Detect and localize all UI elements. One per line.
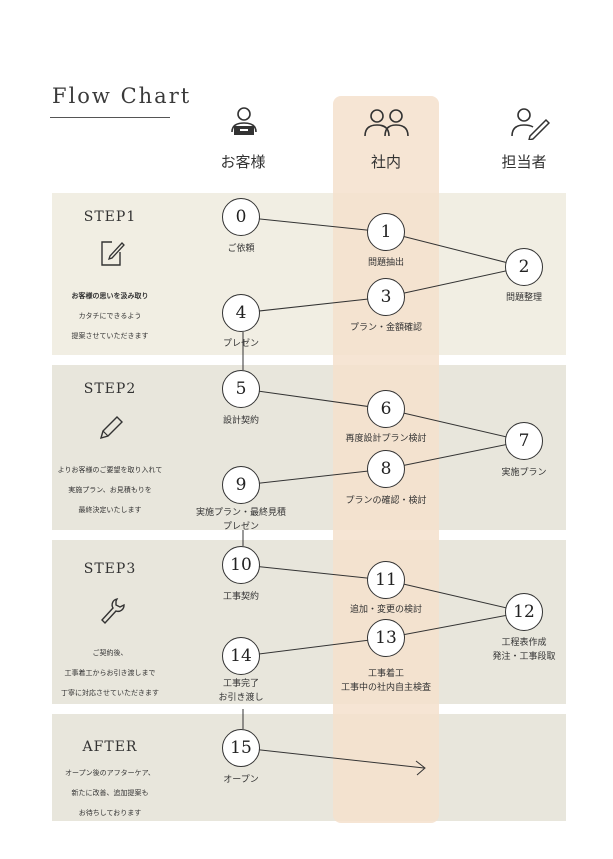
connector-11-12: [385, 579, 525, 613]
flow-node-13-label: 工事着工 工事中の社内自主検査: [340, 669, 431, 693]
after-band: [52, 714, 566, 821]
flow-node-4-label: プレゼン: [222, 339, 259, 349]
wrench-icon: [101, 598, 125, 625]
step2-band: [52, 365, 566, 530]
flow-node-3-label: プラン・金額確認: [349, 323, 422, 333]
step1-desc: お客様の思いを汲み取りカタチにできるよう 提案させていただきます: [35, 286, 185, 346]
flow-node-2-label: 問題整理: [505, 293, 542, 303]
after-desc: オープン後のアフターケア、 新たに改善、追加提案も お待ちしております: [65, 769, 155, 817]
flow-node-15: 15: [222, 729, 260, 767]
connector-5-6: [242, 388, 387, 410]
flow-node-8: 8: [367, 450, 405, 488]
flow-node-10-label: 工事契約: [222, 592, 259, 602]
column-label-staff: 担当者: [501, 153, 547, 171]
connector-2-3: [385, 266, 525, 298]
step3-desc: ご契約後、 工事着工からお引き渡しまで 丁寧に対応させていただきます: [61, 649, 159, 697]
connector-15-arrow: [242, 747, 425, 769]
flow-node-15-label: オープン: [223, 775, 259, 785]
connector-10-11: [242, 564, 387, 581]
step1-title: STEP1: [83, 209, 137, 225]
flow-node-4: 4: [222, 294, 260, 332]
flow-node-9-label: 実施プラン・最終見積 プレゼン: [195, 508, 286, 532]
step3-band: [52, 540, 566, 704]
flow-node-3: 3: [367, 278, 405, 316]
flow-node-9: 9: [222, 466, 260, 504]
connector-13-14: [242, 637, 387, 657]
connector-7-8: [385, 440, 525, 470]
staff-person-pen-icon: [511, 108, 550, 140]
step3-title: STEP3: [83, 561, 137, 577]
flow-node-7-label: 実施プラン: [501, 468, 547, 478]
column-label-company: 社内: [370, 153, 401, 171]
flow-node-14: 14: [222, 637, 260, 675]
connector-0-1: [240, 216, 387, 233]
group-icon: [364, 109, 409, 137]
flow-node-5: 5: [222, 370, 260, 408]
column-label-customer: お客様: [220, 153, 266, 171]
flow-node-8-label: プランの確認・検討: [345, 496, 427, 506]
page-title: Flow Chart: [52, 84, 192, 108]
flow-node-13: 13: [367, 619, 405, 657]
connector-3-4: [240, 296, 387, 314]
flow-node-14-label: 工事完了 お引き渡し: [218, 679, 264, 703]
flow-node-1-label: 問題抽出: [367, 258, 404, 268]
arrow-head-icon: [415, 760, 426, 776]
connector-8-9: [242, 468, 387, 486]
connector-12-13: [385, 611, 525, 639]
flow-node-6-label: 再度設計プラン検討: [345, 434, 427, 444]
after-title: AFTER: [82, 739, 138, 755]
flow-node-7: 7: [505, 422, 543, 460]
flow-node-2: 2: [505, 248, 543, 286]
connector-1-2: [385, 231, 525, 268]
step1-desc-text: カタチにできるよう 提案させていただきます: [71, 312, 149, 340]
step2-title: STEP2: [83, 381, 137, 397]
flow-node-0-label: ご依頼: [227, 244, 255, 254]
connector-6-7: [385, 408, 525, 442]
memo-pencil-icon: [101, 241, 125, 266]
step2-desc: よりお客様のご要望を取り入れて 実施プラン、お見積もりを 最終決定いたします: [57, 466, 163, 514]
flow-node-10: 10: [222, 546, 260, 584]
flow-node-0: 0: [222, 198, 260, 236]
pencil-icon: [99, 416, 123, 440]
flow-node-11: 11: [367, 561, 405, 599]
step1-band: [52, 193, 566, 355]
customer-person-icon: [231, 107, 257, 135]
step1-desc-bold: お客様の思いを汲み取り: [71, 292, 149, 300]
flow-node-12: 12: [505, 593, 543, 631]
flow-node-5-label: 設計契約: [222, 416, 259, 426]
flow-node-1: 1: [367, 213, 405, 251]
flow-node-12-label: 工程表作成 発注・工事段取: [492, 638, 556, 662]
title-underline: [50, 117, 170, 118]
flow-node-11-label: 追加・変更の検討: [349, 605, 422, 615]
flow-node-6: 6: [367, 390, 405, 428]
